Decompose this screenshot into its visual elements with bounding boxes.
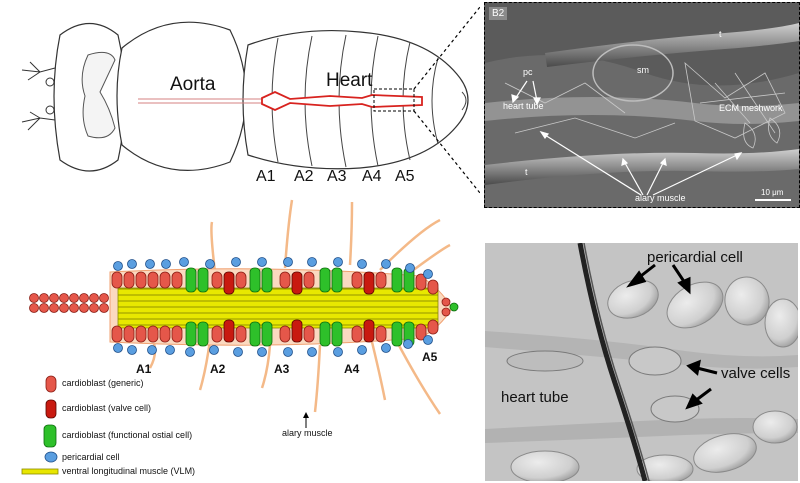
segment-label-a3: A3 — [327, 168, 347, 185]
heart-tube-band — [485, 97, 799, 124]
scale-bar — [755, 199, 791, 201]
label-heart-tube: heart tube — [503, 101, 544, 111]
pericardial-cell-shapes — [510, 276, 798, 481]
eye-icon — [45, 77, 55, 87]
aorta-label: Aorta — [170, 74, 216, 95]
eye-icon — [45, 105, 55, 115]
heart-schematic — [21, 199, 459, 475]
segment-label-a5: A5 — [395, 168, 415, 185]
vlm-icon — [21, 468, 59, 475]
label-alary-muscle: alary muscle — [635, 193, 686, 203]
sem-image-panel: B2 pc sm t heart tube ECM meshwork t ala… — [484, 2, 800, 208]
heart-vessel — [261, 91, 423, 111]
schematic-segment-a5: A5 — [422, 350, 438, 364]
antenna-icon — [21, 61, 56, 131]
pericardial-cells — [113, 257, 433, 357]
aorta-cell-chain — [29, 293, 109, 313]
label-ecm: ECM meshwork — [719, 103, 783, 113]
thorax-outline — [116, 21, 247, 171]
zoom-line-bottom — [413, 110, 480, 194]
legend-icons — [21, 375, 59, 475]
micro-label-pericardial: pericardial cell — [647, 249, 743, 266]
label-sm: sm — [637, 65, 649, 75]
ecm-meshwork — [504, 61, 786, 149]
label-t-bottom: t — [525, 167, 528, 177]
sm-structure — [592, 44, 674, 102]
posterior-tip-cells — [441, 297, 459, 317]
schematic-panel: A1 A2 A3 A4 A5 alary muscle cardioblast … — [0, 190, 480, 483]
sem-texture — [485, 3, 799, 207]
pericardial-cell-icon — [44, 451, 58, 463]
schematic-segment-a3: A3 — [274, 362, 290, 376]
tube-wall-bottom — [485, 418, 798, 443]
legend-label-vlm: ventral longitudinal muscle (VLM) — [62, 466, 196, 476]
legend-label-generic: cardioblast (generic) — [62, 378, 144, 388]
alary-muscle-arrow — [303, 412, 309, 428]
label-t-top: t — [719, 29, 722, 39]
micro-label-heart-tube: heart tube — [501, 389, 569, 406]
segment-label-a4: A4 — [362, 168, 382, 185]
legend-label-pericardial: pericardial cell — [62, 452, 120, 462]
zoom-line-top — [413, 6, 480, 90]
schematic-alary-label: alary muscle — [282, 428, 333, 438]
micrograph-texture — [485, 243, 798, 481]
zoom-box — [373, 88, 415, 112]
vlm-band — [117, 287, 439, 329]
cardioblast-row-top — [111, 267, 439, 295]
micrograph-panel: pericardial cell valve cells heart tube — [485, 243, 798, 481]
heart-label: Heart — [326, 70, 373, 91]
spiracle-icon — [461, 91, 467, 111]
cardioblast-valve-icon — [45, 399, 57, 419]
schematic-segment-a4: A4 — [344, 362, 360, 376]
tubule-bottom — [485, 149, 799, 185]
micro-label-valve: valve cells — [721, 365, 791, 382]
fly-outline-panel: Aorta Heart A1 A2 A3 A4 A5 — [0, 0, 480, 200]
cardioblast-ostial-icon — [43, 424, 57, 448]
micrograph-arrows — [626, 263, 718, 410]
schematic-segment-a2: A2 — [210, 362, 226, 376]
cardioblast-generic-icon — [45, 375, 57, 393]
label-pc: pc — [523, 67, 533, 77]
aorta-vessel — [138, 98, 262, 104]
label-scale: 10 μm — [761, 188, 784, 197]
trachea-line — [577, 243, 648, 481]
cardioblast-row-bottom — [111, 319, 439, 347]
legend-label-ostial: cardioblast (functional ostial cell) — [62, 430, 193, 440]
segment-label-a2: A2 — [294, 168, 314, 185]
fly-outline-drawing — [21, 6, 480, 194]
schematic-segment-a1: A1 — [136, 362, 152, 376]
valve-cell-shapes — [506, 346, 700, 423]
legend-label-valve: cardioblast (valve cell) — [62, 403, 152, 413]
brain-outline — [81, 51, 116, 139]
sem-arrows — [511, 80, 743, 196]
tubule-top — [545, 23, 799, 67]
segment-label-a1: A1 — [256, 168, 276, 185]
panel-label-b2: B2 — [489, 7, 508, 20]
